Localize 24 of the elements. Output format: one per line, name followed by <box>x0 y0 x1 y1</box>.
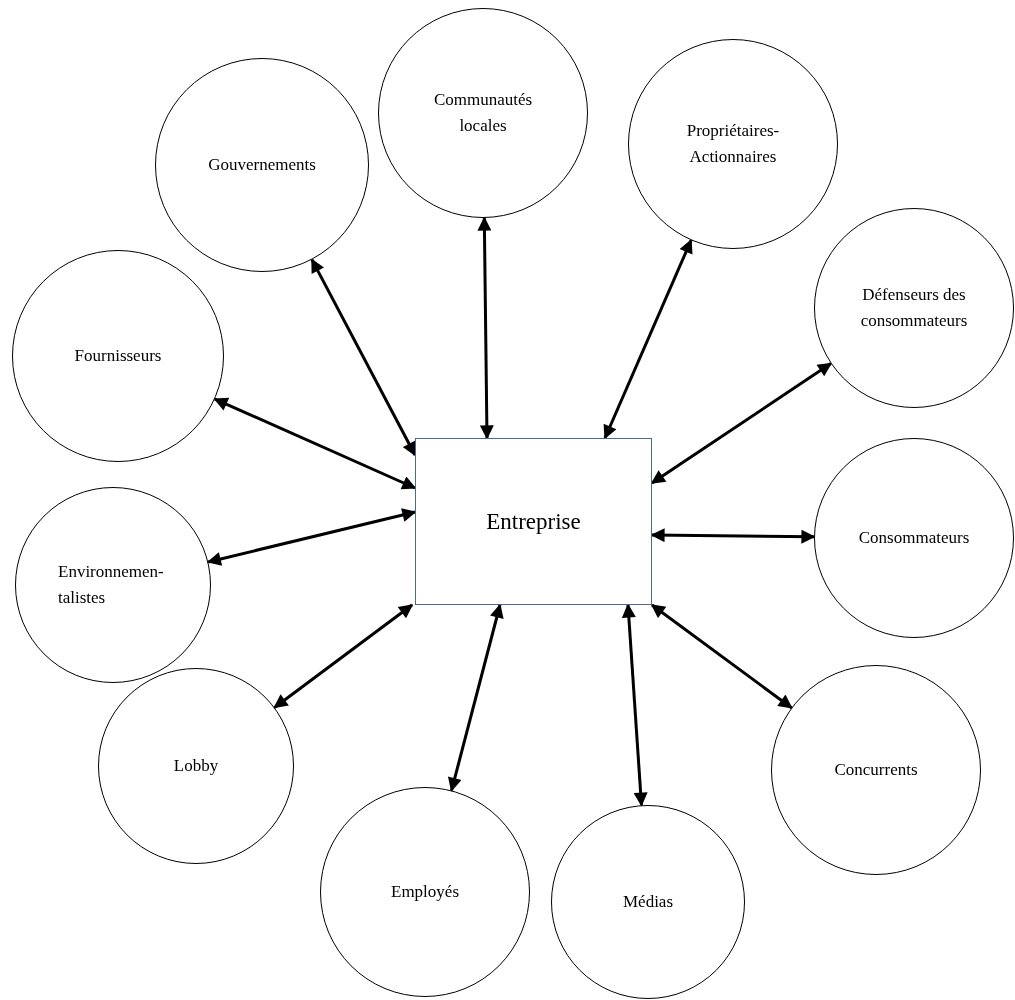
double-arrow <box>477 216 494 440</box>
node-label: Médias <box>622 890 673 913</box>
node-label: Fournisseurs <box>74 344 162 367</box>
node-label: Consommateurs <box>858 526 970 549</box>
double-arrow <box>650 603 793 709</box>
node-label: Entreprise <box>486 507 581 536</box>
node-label: Concurrents <box>834 758 918 781</box>
node-label: Employés <box>391 880 459 903</box>
double-arrow <box>650 528 816 544</box>
node-label: Communautés locales <box>432 88 534 137</box>
node-label: Propriétaires- Actionnaires <box>685 119 781 168</box>
node-label: Lobby <box>173 754 219 777</box>
node-label: Gouvernements <box>208 153 316 176</box>
double-arrow <box>310 258 417 457</box>
node-label: Défenseurs des consommateurs <box>859 283 969 332</box>
double-arrow <box>273 603 414 709</box>
double-arrow <box>206 508 417 566</box>
double-arrow <box>447 603 504 792</box>
entity-box <box>415 438 652 605</box>
double-arrow <box>650 362 832 485</box>
node-label: Environnemen- talistes <box>58 560 165 609</box>
double-arrow <box>603 239 693 440</box>
double-arrow <box>213 397 417 490</box>
double-arrow <box>621 603 648 807</box>
